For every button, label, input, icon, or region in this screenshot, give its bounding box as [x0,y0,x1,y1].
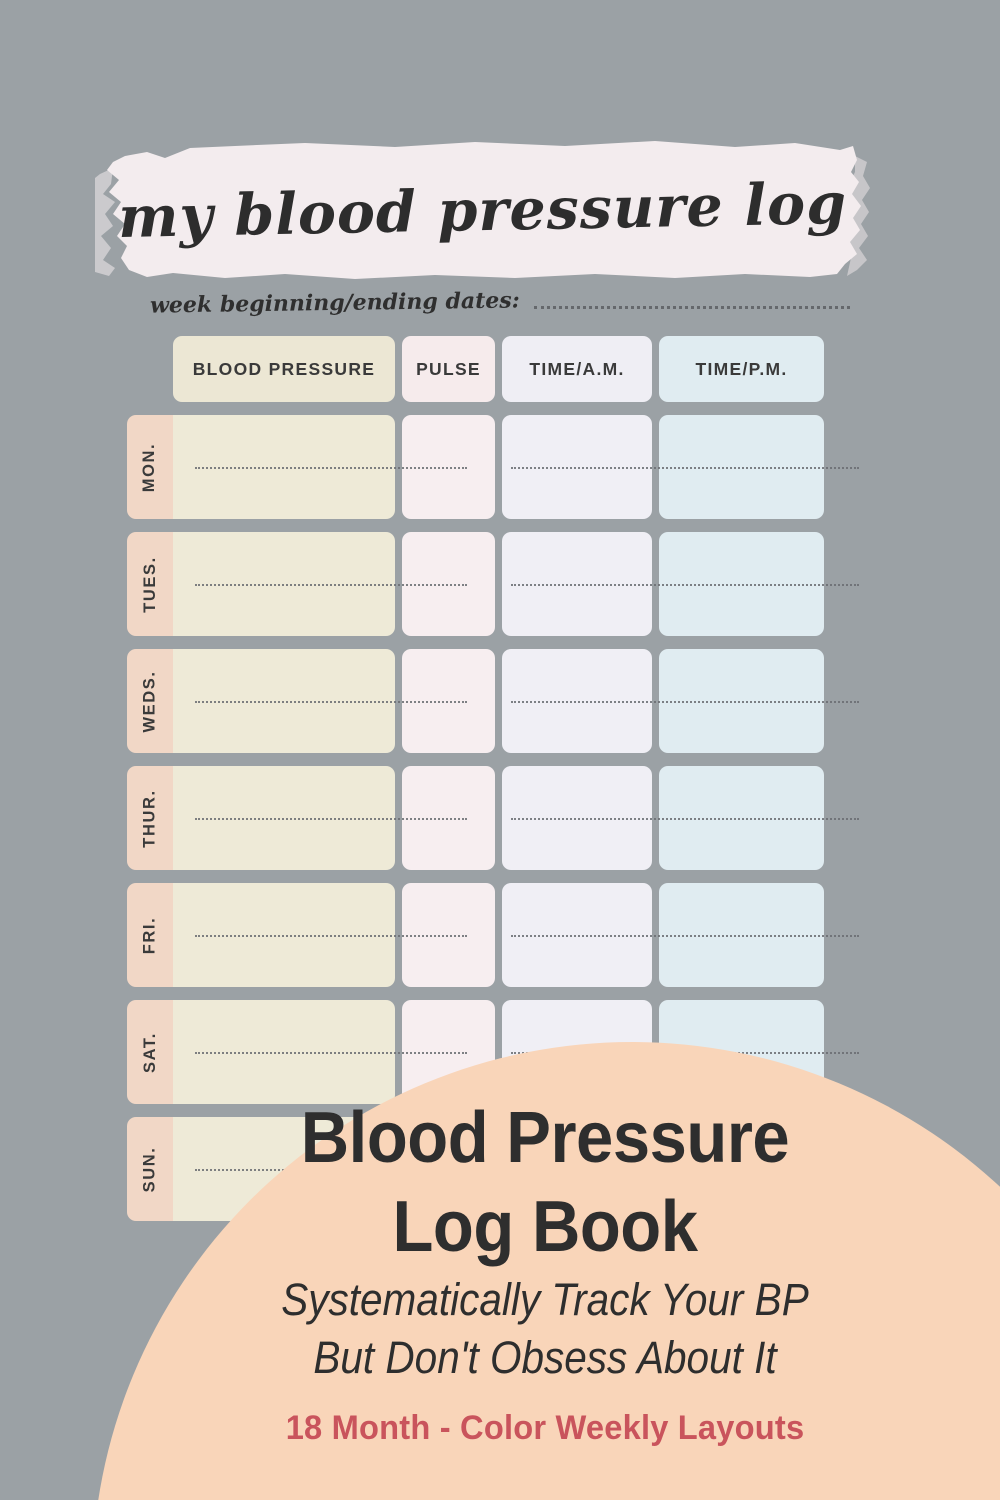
day-label: MON. [140,442,159,492]
day-tab-weds: WEDS. [127,649,173,753]
cover-title-line-2: Log Book [392,1187,698,1268]
cell-blood-pressure[interactable] [173,766,395,870]
day-label: THUR. [140,788,159,848]
row-cells [173,766,859,870]
table-row: FRI. [127,883,859,987]
cell-time-pm[interactable] [659,532,824,636]
table-row: WEDS. [127,649,859,753]
cell-blood-pressure[interactable] [173,415,395,519]
week-dates-field[interactable]: week beginning/ending dates: [150,286,850,320]
day-label: FRI. [140,916,159,954]
day-tab-tues: TUES. [127,532,173,636]
column-header-time-am: TIME/A.M. [502,336,652,402]
day-tab-thur: THUR. [127,766,173,870]
cell-pulse[interactable] [402,883,495,987]
page-title: my blood pressure log [117,169,848,251]
brush-stroke-shape [95,141,870,279]
cell-time-pm[interactable] [659,766,824,870]
week-dates-label: week beginning/ending dates: [149,287,520,319]
cell-blood-pressure[interactable] [173,883,395,987]
cover-badge: 18 Month - Color Weekly Layouts [285,1408,805,1447]
cell-pulse[interactable] [402,766,495,870]
cell-blood-pressure[interactable] [173,532,395,636]
week-dates-dotted-line[interactable] [533,305,850,309]
row-cells [173,532,859,636]
cell-time-am[interactable] [502,883,652,987]
cell-pulse[interactable] [402,415,495,519]
cell-time-pm[interactable] [659,649,824,753]
day-tab-sun: SUN. [127,1117,173,1221]
cover-subtitle-line-1: Systematically Track Your BP [281,1274,809,1326]
cell-time-am[interactable] [502,649,652,753]
cell-time-pm[interactable] [659,883,824,987]
cell-pulse[interactable] [402,649,495,753]
cell-blood-pressure[interactable] [173,1000,395,1104]
cell-time-am[interactable] [502,415,652,519]
table-row: MON. [127,415,859,519]
cover-title-line-1: Blood Pressure [300,1098,790,1178]
table-header-row: BLOOD PRESSURE PULSE TIME/A.M. TIME/P.M. [173,336,842,402]
cover-title-block: Blood Pressure Log Book Systematically T… [150,1098,940,1448]
brush-stroke-banner [95,138,870,283]
day-tab-sat: SAT. [127,1000,173,1104]
cell-time-am[interactable] [502,532,652,636]
day-label: TUES. [140,555,159,613]
column-header-time-pm: TIME/P.M. [659,336,824,402]
column-header-pulse: PULSE [402,336,495,402]
cell-blood-pressure[interactable] [173,649,395,753]
cell-pulse[interactable] [402,532,495,636]
cell-time-am[interactable] [502,766,652,870]
day-tab-fri: FRI. [127,883,173,987]
column-header-blood-pressure: BLOOD PRESSURE [173,336,395,402]
day-label: WEDS. [140,669,159,733]
table-row: THUR. [127,766,859,870]
row-cells [173,883,859,987]
table-row: TUES. [127,532,859,636]
cell-time-pm[interactable] [659,415,824,519]
day-label: SAT. [140,1031,159,1073]
day-tab-mon: MON. [127,415,173,519]
cover-subtitle-line-2: But Don't Obsess About It [313,1332,777,1384]
row-cells [173,415,859,519]
row-cells [173,649,859,753]
